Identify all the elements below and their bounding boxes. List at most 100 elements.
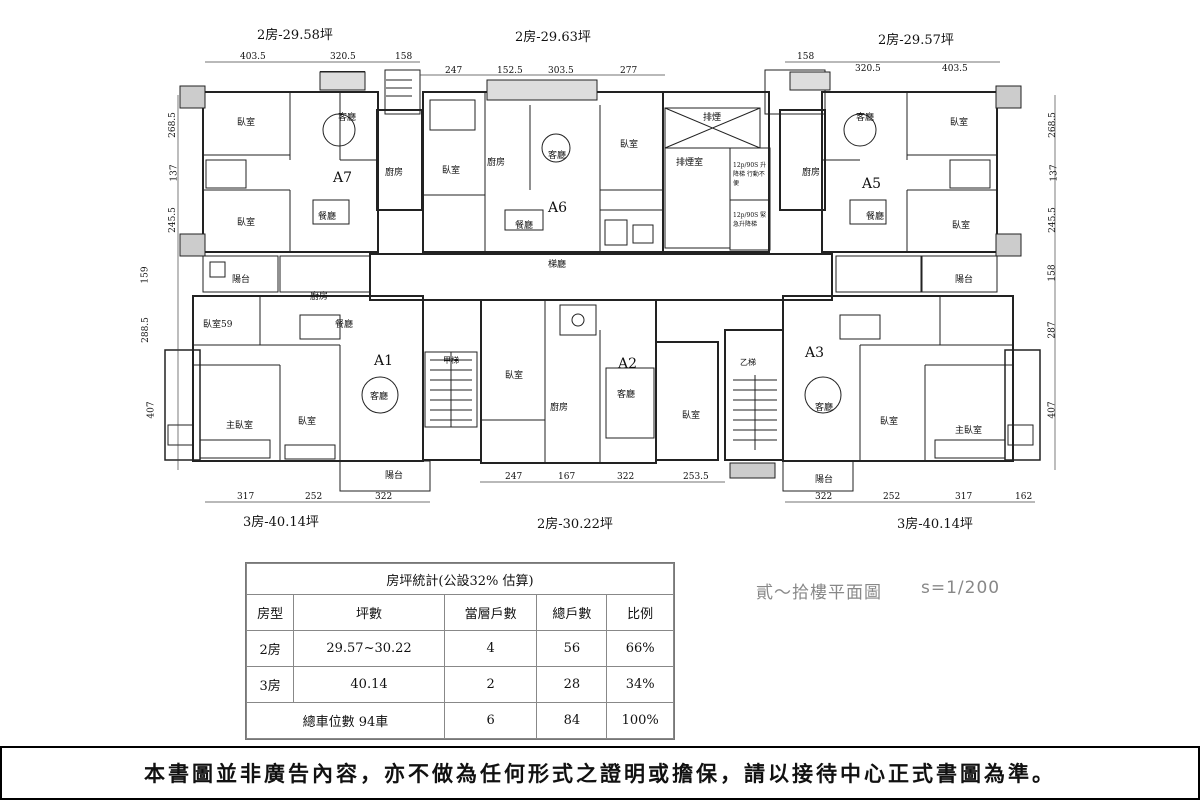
dim-bottom: 322 xyxy=(617,472,635,482)
dim-bottom: 317 xyxy=(237,492,255,502)
unit-title-top-right: 2房-29.57坪 xyxy=(878,33,954,48)
stair-b xyxy=(724,329,784,479)
stats-header: 坪數 xyxy=(293,594,445,631)
room-label-stair-b: 乙梯 xyxy=(740,358,756,367)
unit-title-top-center: 2房-29.63坪 xyxy=(515,30,591,45)
room-label-bedroom: 臥室 xyxy=(237,218,256,228)
room-label-bedroom-59: 臥室59 xyxy=(203,320,233,330)
unit-a3-walls xyxy=(782,295,1041,492)
room-label-balcony: 陽台 xyxy=(232,275,251,285)
room-label-bedroom: 臥室 xyxy=(950,118,969,128)
dim-bottom: 317 xyxy=(955,492,973,502)
dim-bottom: 162 xyxy=(1015,492,1033,502)
dim-right: 245.5 xyxy=(1047,207,1058,233)
dim-right: 268.5 xyxy=(1047,112,1058,138)
dim-bottom: 252 xyxy=(883,492,901,502)
dim-top: 320.5 xyxy=(330,52,356,62)
stats-header-row: 房型 坪數 當層戶數 總戶數 比例 xyxy=(245,594,674,631)
room-label-stair-a: 甲梯 xyxy=(443,356,459,365)
room-label-balcony: 陽台 xyxy=(955,275,974,285)
dim-left: 268.5 xyxy=(167,112,178,138)
dim-top: 403.5 xyxy=(240,52,266,62)
room-label-living: 客廳 xyxy=(856,113,875,123)
room-label-bedroom: 臥室 xyxy=(952,221,971,231)
stats-cell: 28 xyxy=(536,666,608,703)
unit-a6-walls xyxy=(422,79,664,253)
room-label-kitchen: 廚房 xyxy=(385,168,404,178)
room-label-kitchen: 廚房 xyxy=(487,158,506,168)
room-label-bedroom: 臥室 xyxy=(237,118,256,128)
room-label-living: 客廳 xyxy=(617,390,636,400)
disclaimer-text: 本書圖並非廣告內容，亦不做為任何形式之證明或擔保，請以接待中心正式書圖為準。 xyxy=(144,761,1056,786)
unit-title-bottom-right: 3房-40.14坪 xyxy=(897,517,973,532)
plan-title: 貳～拾樓平面圖 xyxy=(756,583,882,603)
dim-right: 158 xyxy=(1047,264,1058,282)
room-label-living: 客廳 xyxy=(370,392,389,402)
dim-top: 152.5 xyxy=(497,66,523,76)
dim-top: 247 xyxy=(445,66,463,76)
room-label-exhaust: 排煙 xyxy=(703,113,722,123)
stats-cell: 66% xyxy=(606,630,674,667)
room-label-balcony: 陽台 xyxy=(815,475,834,485)
room-label-balcony: 陽台 xyxy=(385,471,404,481)
dim-top: 303.5 xyxy=(548,66,574,76)
stats-header: 總戶數 xyxy=(536,594,608,631)
unit-code-a3: A3 xyxy=(805,345,825,361)
dim-top: 403.5 xyxy=(942,64,968,74)
unit-code-a1: A1 xyxy=(374,353,394,369)
stats-cell: 40.14 xyxy=(293,666,445,703)
stats-header: 比例 xyxy=(606,594,674,631)
elevator-note: 12p/90S 升降梯 行動不便 xyxy=(733,162,767,187)
stats-row: 2房 29.57~30.22 4 56 66% xyxy=(245,630,674,667)
room-label-exhaust-room: 排煙室 xyxy=(676,158,704,168)
unit-statistics-table: 房坪統計(公設32% 估算) 房型 坪數 當層戶數 總戶數 比例 2房 29.5… xyxy=(245,562,675,740)
plan-title-block: 貳～拾樓平面圖 s=1/200 xyxy=(756,568,1056,612)
stats-cell: 29.57~30.22 xyxy=(293,630,445,667)
dim-left: 407 xyxy=(146,401,157,419)
plan-scale: s=1/200 xyxy=(921,578,1001,598)
stats-cell: 2 xyxy=(443,666,538,703)
stats-header: 房型 xyxy=(245,594,295,631)
unit-a7-walls xyxy=(179,69,423,257)
dim-top: 320.5 xyxy=(855,64,881,74)
unit-title-bottom-left: 3房-40.14坪 xyxy=(243,515,319,530)
dim-bottom: 252 xyxy=(305,492,323,502)
dim-right: 407 xyxy=(1047,401,1058,419)
unit-code-a5: A5 xyxy=(862,176,882,192)
lobby-band xyxy=(369,253,833,301)
unit-a2-walls xyxy=(480,299,719,464)
room-label-bedroom: 臥室 xyxy=(620,140,639,150)
stair-a xyxy=(422,299,482,461)
unit-title-bottom-center: 2房-30.22坪 xyxy=(537,517,613,532)
unit-title-top-left: 2房-29.58坪 xyxy=(257,28,333,43)
dim-bottom: 167 xyxy=(558,472,576,482)
stats-cell: 3房 xyxy=(245,666,295,703)
room-label-dining: 餐廳 xyxy=(866,212,885,222)
room-label-kitchen: 廚房 xyxy=(310,292,329,302)
room-label-living: 客廳 xyxy=(815,403,834,413)
stats-caption: 房坪統計(公設32% 估算) xyxy=(246,563,674,595)
dim-left: 288.5 xyxy=(140,317,151,343)
dimension-lines xyxy=(177,61,1056,503)
elevator-note: 12p/90S 緊急升降梯 xyxy=(733,212,767,228)
stats-row: 3房 40.14 2 28 34% xyxy=(245,666,674,703)
dim-bottom: 322 xyxy=(375,492,393,502)
room-label-bedroom: 臥室 xyxy=(298,417,317,427)
room-label-master-bedroom: 主臥室 xyxy=(226,421,254,431)
floor-plan-drawing xyxy=(164,61,1056,503)
dim-left: 159 xyxy=(140,266,151,284)
room-label-dining: 餐廳 xyxy=(318,212,337,222)
dim-left: 245.5 xyxy=(167,207,178,233)
stats-header: 當層戶數 xyxy=(443,594,538,631)
dim-top: 158 xyxy=(797,52,815,62)
unit-code-a7: A7 xyxy=(333,170,353,186)
unit-code-a6: A6 xyxy=(548,200,568,216)
stats-cell: 34% xyxy=(606,666,674,703)
dim-bottom: 247 xyxy=(505,472,523,482)
stats-cell: 6 xyxy=(443,702,538,739)
room-label-lobby: 梯廳 xyxy=(548,260,567,270)
stats-cell: 56 xyxy=(536,630,608,667)
stats-cell: 總車位數 94車 xyxy=(246,702,445,739)
unit-a5-balcony xyxy=(835,255,998,293)
room-label-dining: 餐廳 xyxy=(335,320,354,330)
